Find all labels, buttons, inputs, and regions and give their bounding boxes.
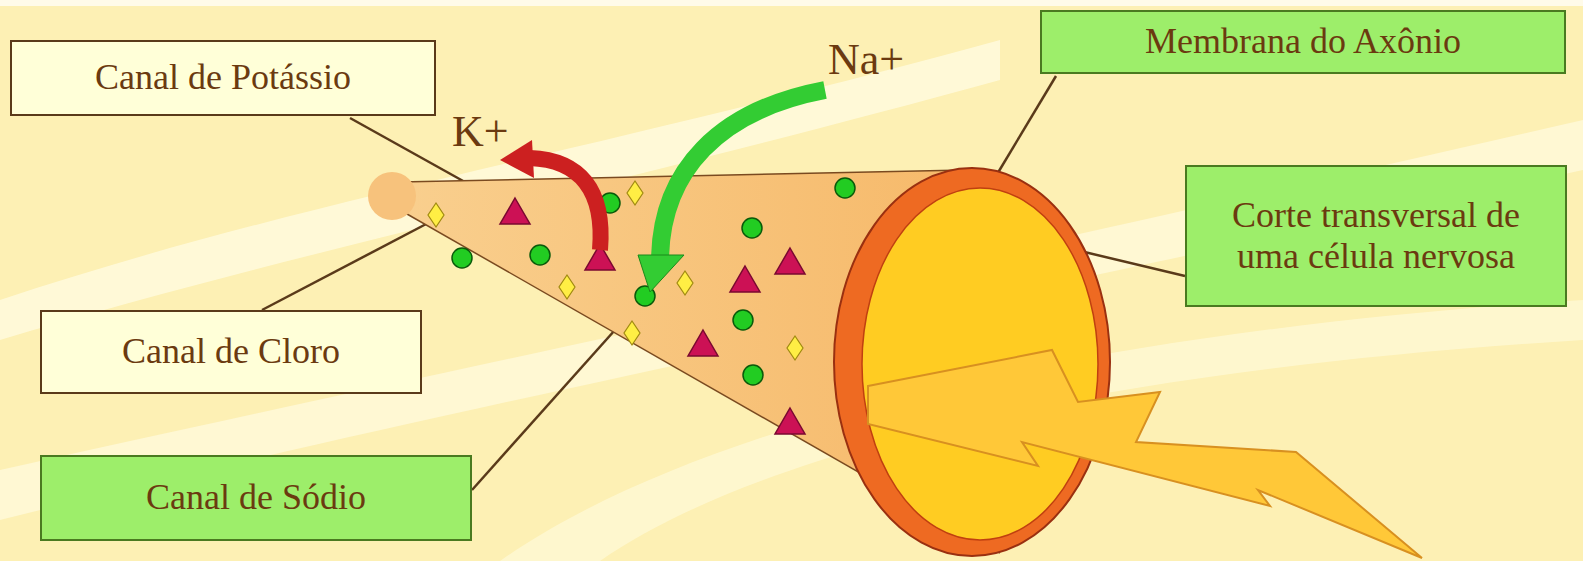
box-label: Canal de Cloro <box>122 331 340 372</box>
membrane-ring <box>834 168 1110 556</box>
box-label: Canal de Potássio <box>95 57 351 98</box>
box-label: Canal de Sódio <box>146 477 366 518</box>
channel-box: Canal de Sódio <box>40 455 472 541</box>
impulse-bolt <box>868 350 1422 558</box>
ion-label: K+ <box>452 110 509 154</box>
sodium-arrow <box>660 90 825 262</box>
channel-box: Canal de Cloro <box>40 310 422 394</box>
axon-tip <box>368 172 416 220</box>
ion-label: Na+ <box>828 38 904 82</box>
chloride-channels <box>428 181 803 360</box>
leader-line <box>996 76 1056 176</box>
potassium-channels <box>500 198 805 434</box>
box-label: Corte transversal de uma célula nervosa <box>1216 195 1536 278</box>
membrane-box: Membrana do Axônio <box>1040 10 1566 74</box>
top-strip <box>0 0 1583 6</box>
sodium-arrowhead <box>638 255 684 292</box>
potassium-arrow <box>530 158 601 250</box>
section-box: Corte transversal de uma célula nervosa <box>1185 165 1567 307</box>
sodium-channels <box>452 178 855 385</box>
leader-line <box>262 222 430 310</box>
channel-box: Canal de Potássio <box>10 40 436 116</box>
box-label: Membrana do Axônio <box>1145 21 1461 62</box>
